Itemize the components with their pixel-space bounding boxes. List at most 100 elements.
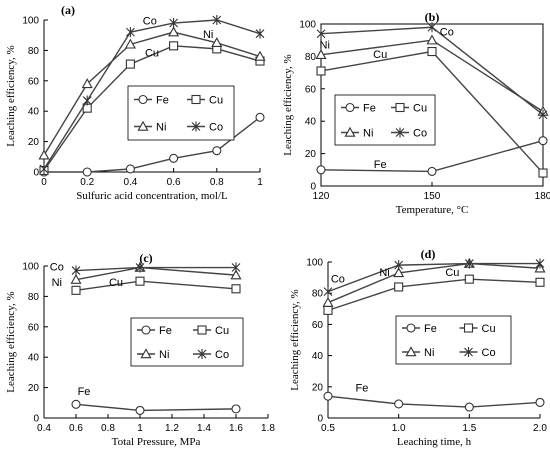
y-tick-label: 40 — [28, 353, 40, 364]
legend-marker-co — [395, 127, 405, 138]
data-point-co — [39, 163, 49, 174]
series-fe — [323, 391, 545, 412]
legend-marker-ni — [140, 348, 152, 359]
series-line-fe — [44, 116, 261, 173]
legend-label: Fe — [424, 323, 437, 335]
data-point-cu — [169, 41, 179, 51]
legend-marker-fe — [345, 102, 355, 113]
legend-label: Cu — [482, 323, 496, 335]
data-point-co — [316, 28, 326, 39]
data-point-fe — [82, 167, 92, 177]
data-point-cu — [535, 277, 545, 287]
data-point-cu — [316, 66, 326, 76]
series-annotation: Fe — [78, 386, 91, 398]
x-axis-title: Total Pressure, MPa — [112, 436, 201, 448]
series-fe — [71, 399, 241, 415]
data-point-ni — [254, 50, 266, 61]
data-point-ni — [81, 78, 93, 89]
legend-label: Ni — [156, 122, 166, 134]
legend-label: Co — [482, 347, 496, 359]
data-point-ni — [168, 26, 180, 37]
x-tick-label: 2.0 — [533, 423, 547, 434]
data-point-ni — [315, 49, 327, 60]
legend-marker-cu — [197, 325, 207, 335]
data-point-cu — [427, 46, 437, 57]
series-annotation: Cu — [445, 267, 459, 279]
y-tick-label: 80 — [28, 292, 40, 303]
series-annotation: Co — [50, 262, 64, 274]
data-point-cu — [125, 59, 135, 69]
data-point-co — [427, 22, 437, 33]
legend-label: Cu — [413, 103, 427, 115]
legend-label: Co — [215, 349, 229, 361]
y-axis-title: Leaching efficiency, % — [5, 291, 17, 392]
data-point-ni — [230, 269, 242, 280]
data-point-fe — [212, 146, 222, 156]
data-point-co — [135, 262, 145, 273]
data-point-cu — [323, 305, 333, 315]
series-co — [71, 262, 241, 276]
series-ni — [38, 26, 266, 160]
data-point-co — [126, 27, 135, 38]
series-annotation: Co — [143, 16, 157, 28]
panel-label: (c) — [139, 251, 152, 265]
y-tick-label: 80 — [305, 52, 317, 63]
y-tick-label: 100 — [299, 20, 316, 31]
legend-label: Ni — [424, 347, 434, 359]
legend-marker-cu — [395, 102, 405, 113]
series-annotation: Cu — [373, 49, 387, 61]
data-point-fe — [427, 166, 437, 176]
data-point-co — [169, 18, 178, 29]
series-line-cu — [43, 45, 261, 171]
data-point-cu — [135, 276, 145, 286]
y-tick-label: 80 — [28, 46, 40, 57]
data-point-co — [212, 15, 222, 25]
data-point-cu — [231, 284, 241, 294]
x-tick-label: 0.5 — [321, 423, 335, 434]
x-tick-label: 0.8 — [101, 423, 115, 434]
y-tick-label: 60 — [305, 84, 317, 95]
series-annotation: Ni — [320, 39, 330, 51]
legend-label: Ni — [159, 349, 169, 361]
x-tick-label: 1.2 — [165, 423, 179, 434]
data-point-fe — [535, 397, 545, 407]
series-annotation: Cu — [109, 277, 123, 289]
data-point-ni — [393, 267, 405, 278]
panel-label: (b) — [425, 10, 440, 24]
y-tick-label: 0 — [317, 414, 323, 425]
series-annotation: Fe — [374, 159, 387, 171]
series-line-fe — [75, 403, 237, 412]
x-tick-label: 180 — [535, 191, 550, 202]
series-line-co — [327, 262, 540, 293]
data-point-ni — [70, 273, 82, 284]
legend-label: Fe — [159, 325, 172, 337]
panel-label: (d) — [421, 247, 436, 261]
series-line-ni — [327, 262, 541, 304]
y-tick-label: 20 — [28, 383, 40, 394]
data-point-fe — [464, 402, 474, 412]
data-point-fe — [71, 399, 81, 409]
x-tick-label: 1.8 — [261, 423, 275, 434]
legend-marker-ni — [405, 346, 417, 357]
legend-label: Fe — [156, 95, 169, 107]
legend-marker-co — [191, 121, 201, 132]
data-point-co — [71, 265, 81, 276]
y-tick-label: 100 — [22, 16, 39, 27]
data-point-fe — [125, 164, 135, 174]
series-annotation: Ni — [379, 267, 389, 279]
x-tick-label: 1 — [257, 177, 263, 188]
series-line-cu — [75, 280, 237, 292]
legend-box — [127, 85, 235, 141]
legend-marker-co — [197, 349, 207, 359]
data-point-cu — [538, 168, 548, 178]
legend-marker-cu — [463, 323, 474, 333]
x-tick-label: 1.6 — [229, 423, 243, 434]
data-point-ni — [38, 149, 50, 160]
data-point-fe — [323, 391, 333, 401]
series-annotation: Ni — [52, 277, 62, 289]
x-axis-title: Sulfuric acid concentration, mol/L — [76, 190, 228, 202]
series-fe — [316, 136, 548, 176]
y-tick-label: 20 — [28, 137, 40, 148]
